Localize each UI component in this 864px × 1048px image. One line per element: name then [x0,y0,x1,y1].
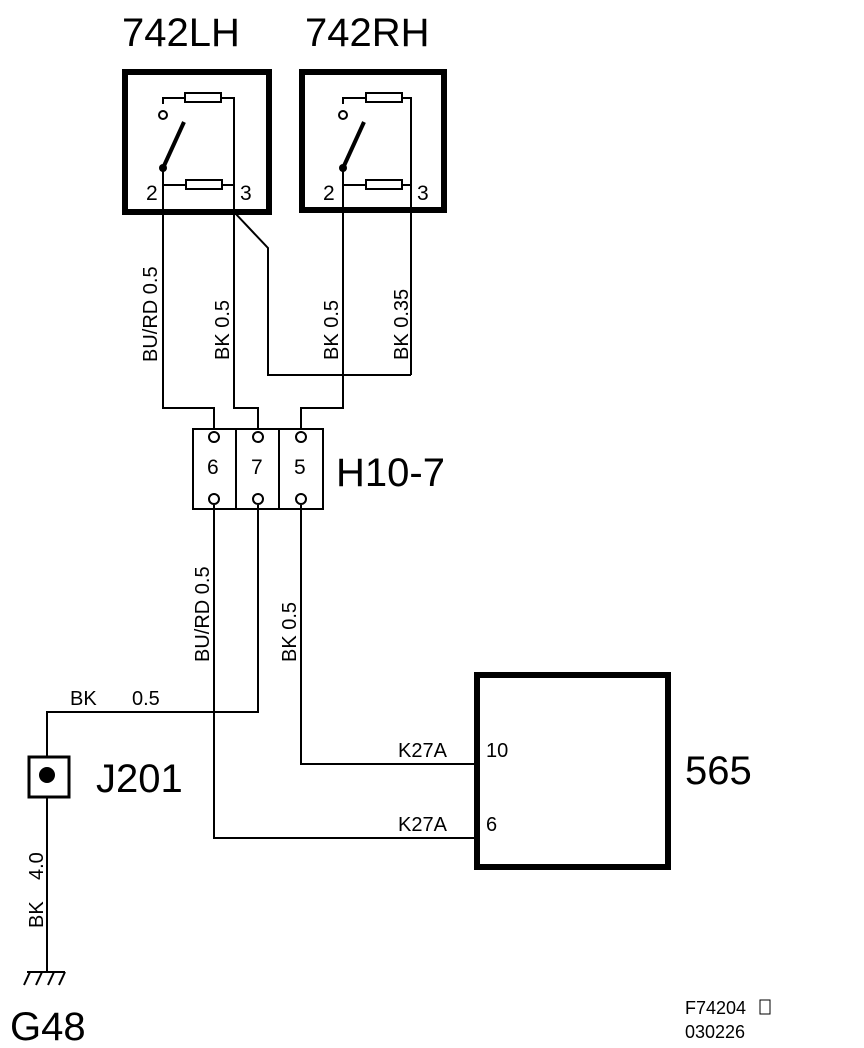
splice-dot-icon [39,767,55,783]
wire-lh2-h6 [162,185,215,430]
wire-label-g48-color: BK [26,901,48,928]
module-565-box [474,672,671,870]
wire-label-h5: BK 0.5 [279,602,301,662]
module-565-pin-6: 6 [486,814,497,836]
switch-742rh: 2 3 [299,69,447,213]
wire-label-j201-color: BK [70,688,97,710]
wire-h6-565 [213,505,480,839]
switch-742lh-pin-2: 2 [146,182,158,205]
wire-h5-565 [300,505,480,765]
module-565-label: 565 [685,749,752,793]
connector-pin-5: 5 [294,456,306,479]
wire-h7-j201 [46,505,259,760]
wire-label-rh2: BK 0.5 [321,300,343,360]
switch-742rh-pin-3: 3 [417,182,429,205]
ground-g48-label: G48 [10,1005,86,1048]
switch-742lh-label: 742LH [122,11,240,55]
wire-label-lh3: BK 0.5 [212,300,234,360]
figure-id: F74204 [685,998,746,1018]
wire-lh3-rh3 [233,211,411,376]
wire-label-lh2: BU/RD 0.5 [140,266,162,362]
connector-pin-6: 6 [207,456,219,479]
wire-lh3-h7 [233,185,259,430]
wire-label-h6: BU/RD 0.5 [192,566,214,662]
splice-j201-label: J201 [96,757,183,801]
switch-742lh-pin-3: 3 [240,182,252,205]
figure-id-box-icon [759,999,771,1015]
connector-pin-7: 7 [251,456,263,479]
date-code: 030226 [685,1022,745,1042]
wire-label-g48-size: 4.0 [26,852,48,880]
splice-j201-box [27,755,71,799]
wire-label-rh3: BK 0.35 [391,289,413,360]
module-565-pin-10: 10 [486,740,508,762]
connector-label: H10-7 [336,451,445,495]
connector-h10-7: 6 7 5 [192,428,324,510]
switch-742rh-label: 742RH [305,11,430,55]
wire-label-j201-size: 0.5 [132,688,160,710]
signal-label-k27a-10: K27A [398,740,448,762]
wire-rh2-h5 [300,185,344,430]
switch-742lh: 2 3 [122,69,272,215]
switch-742rh-pin-2: 2 [323,182,335,205]
signal-label-k27a-6: K27A [398,814,448,836]
ground-icon [23,971,66,986]
